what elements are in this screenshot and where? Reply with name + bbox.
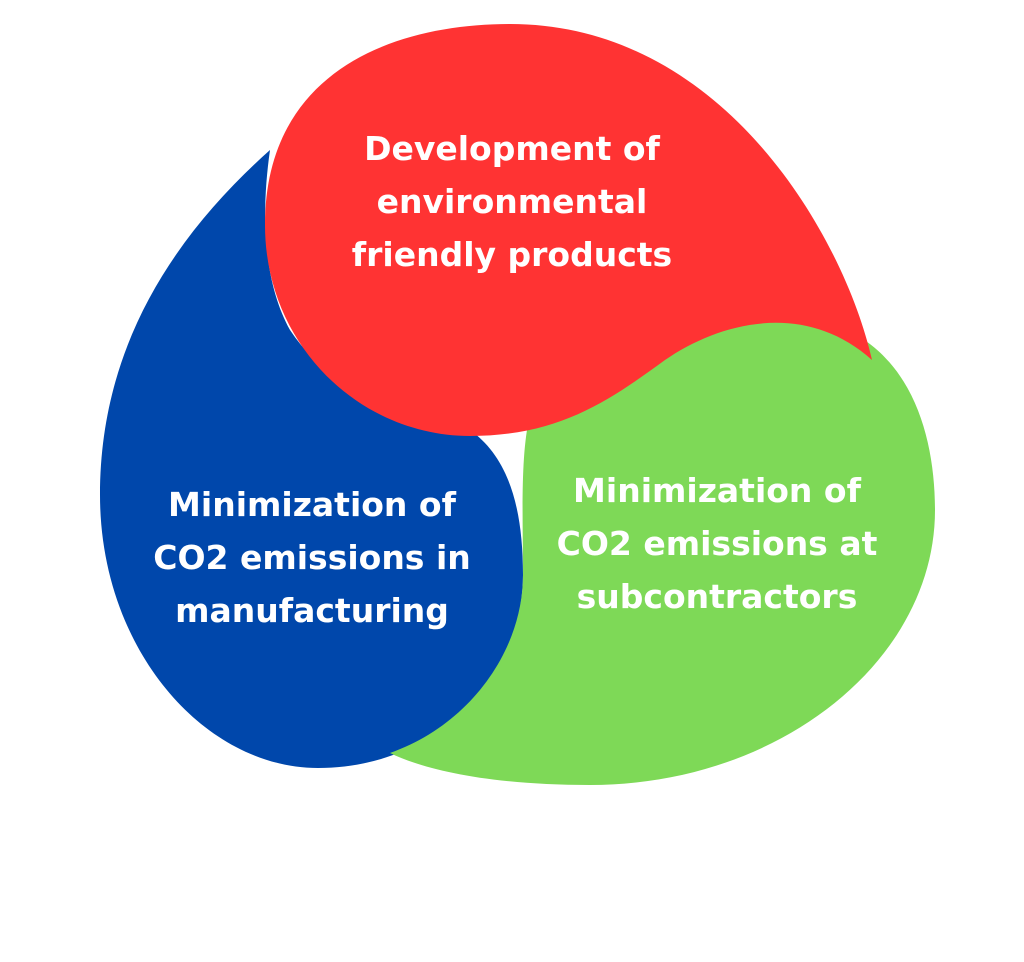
blue-blob-label-line: manufacturing [175, 591, 449, 630]
red-blob-label-line: Development of [364, 129, 660, 168]
blue-blob [100, 150, 523, 768]
green-blob-label: Minimization of CO2 emissions at subcont… [517, 464, 917, 623]
blue-blob-label: Minimization of CO2 emissions in manufac… [112, 478, 512, 637]
green-blob-label-line: CO2 emissions at [556, 524, 878, 563]
red-blob [265, 24, 872, 436]
green-blob-label-line: subcontractors [576, 577, 858, 616]
red-blob-label-line: friendly products [351, 235, 673, 274]
red-blob-label-line: environmental [376, 182, 648, 221]
red-blob-label: Development of environmental friendly pr… [312, 122, 712, 281]
blue-blob-label-line: Minimization of [168, 485, 456, 524]
green-blob-label-line: Minimization of [573, 471, 861, 510]
green-blob [390, 315, 935, 785]
blue-blob-label-line: CO2 emissions in [153, 538, 471, 577]
